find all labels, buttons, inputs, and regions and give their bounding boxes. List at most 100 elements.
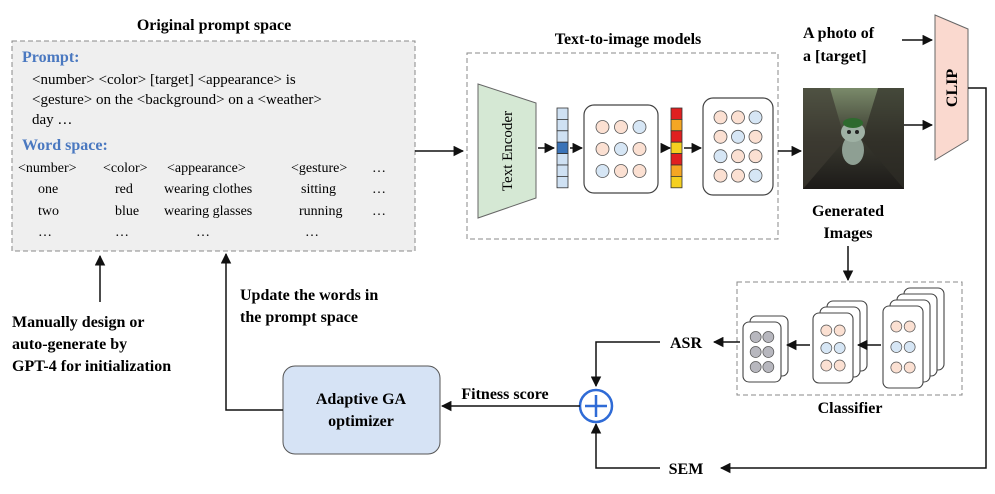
classifier-layers [742, 287, 945, 389]
latent-grid-1 [583, 104, 659, 194]
clip-caption-1: A photo of [803, 25, 875, 42]
grid-node [713, 110, 728, 125]
grid-node [748, 110, 763, 125]
classifier-node [820, 342, 833, 354]
grid-node [595, 164, 610, 178]
grid-node [731, 149, 745, 164]
word-cell: sitting [301, 182, 336, 197]
grid-node [748, 129, 763, 144]
prompt-line-1: <number> <color> [target] <appearance> i… [32, 72, 296, 88]
manual-init-line-2: auto-generate by [12, 336, 127, 353]
word-cell: blue [115, 204, 139, 219]
word-cell: running [299, 204, 343, 219]
grid-node [713, 129, 728, 144]
generated-images-label-2: Images [824, 225, 873, 242]
classifier-label: Classifier [818, 400, 883, 417]
word-space-heading: Word space: [22, 137, 108, 154]
prompt-space-title: Original prompt space [137, 17, 291, 34]
vector-cell [556, 153, 569, 166]
word-cell: one [38, 182, 58, 197]
prompt-heading: Prompt: [22, 49, 79, 66]
grid-node [731, 168, 745, 183]
word-cell: … [196, 225, 210, 240]
classifier-node [762, 346, 775, 358]
update-words-line-1: Update the words in [240, 287, 378, 304]
grid-node [614, 120, 628, 134]
arrow-optimizer-to-prompt [220, 252, 283, 411]
grid-node [748, 168, 763, 183]
t2i-title: Text-to-image models [555, 31, 702, 48]
clip-caption-2: a [target] [803, 48, 867, 65]
classifier-node [890, 320, 903, 333]
word-cell: red [115, 182, 133, 197]
classifier-node [890, 361, 903, 374]
classifier-node [762, 331, 775, 343]
grid-node [713, 149, 728, 164]
word-cell: … [115, 225, 129, 240]
arrow-sem-to-plus [590, 422, 660, 469]
generated-image [803, 88, 904, 189]
feature-cell [670, 107, 683, 120]
plus-operator-icon [578, 388, 614, 424]
update-words-line-2: the prompt space [240, 309, 358, 326]
vector-cell [556, 107, 569, 120]
text-encoder-label: Text Encoder [500, 111, 516, 191]
classifier-node [749, 331, 762, 343]
arrow-clip-to-sem [719, 87, 987, 474]
grid-node [614, 142, 628, 156]
word-cell: wearing glasses [164, 204, 252, 219]
word-cell: wearing clothes [164, 182, 252, 197]
word-cell: two [38, 204, 59, 219]
clip-block [934, 14, 969, 161]
classifier-card [882, 305, 924, 389]
classifier-node [749, 361, 762, 373]
generated-images-label-1: Generated [812, 203, 884, 220]
word-cell: <gesture> [291, 161, 347, 176]
optimizer-label-2: optimizer [328, 413, 394, 430]
classifier-node [749, 346, 762, 358]
embedding-vector [556, 107, 569, 189]
classifier-node [903, 361, 916, 374]
grid-node [748, 149, 763, 164]
classifier-node [833, 359, 846, 372]
word-cell: … [372, 161, 386, 176]
grid-node [713, 168, 728, 183]
manual-init-line-1: Manually design or [12, 314, 144, 331]
classifier-node [903, 320, 916, 333]
feature-cell [670, 164, 683, 177]
classifier-node [820, 359, 833, 372]
vector-cell [556, 119, 569, 132]
word-cell: <appearance> [167, 161, 246, 176]
prompt-line-3: day … [32, 112, 72, 128]
feature-cell [670, 130, 683, 143]
word-cell: … [372, 204, 386, 219]
classifier-node [903, 341, 916, 353]
arrow-asr-to-plus [590, 341, 660, 388]
word-cell: <number> [18, 161, 77, 176]
grid-node [731, 110, 745, 125]
grid-node [614, 164, 628, 178]
grid-node [632, 142, 647, 156]
optimizer-box [282, 365, 441, 455]
optimizer-label-1: Adaptive GA [316, 391, 407, 408]
word-cell: … [305, 225, 319, 240]
word-cell: <color> [103, 161, 148, 176]
classifier-card [812, 312, 854, 384]
vector-cell [556, 130, 569, 143]
grid-node [632, 164, 647, 178]
feature-cell [670, 119, 683, 132]
feature-vector [670, 107, 683, 189]
classifier-card [742, 321, 782, 383]
grid-node [632, 120, 647, 134]
feature-cell [670, 141, 683, 154]
word-cell: … [38, 225, 52, 240]
text-encoder-block [477, 83, 537, 219]
prompt-space-box [11, 40, 416, 252]
word-cell: … [372, 182, 386, 197]
classifier-node [762, 361, 775, 373]
vector-cell [556, 141, 569, 154]
classifier-node [820, 324, 833, 337]
classifier-node [833, 324, 846, 337]
grid-node [595, 120, 610, 134]
